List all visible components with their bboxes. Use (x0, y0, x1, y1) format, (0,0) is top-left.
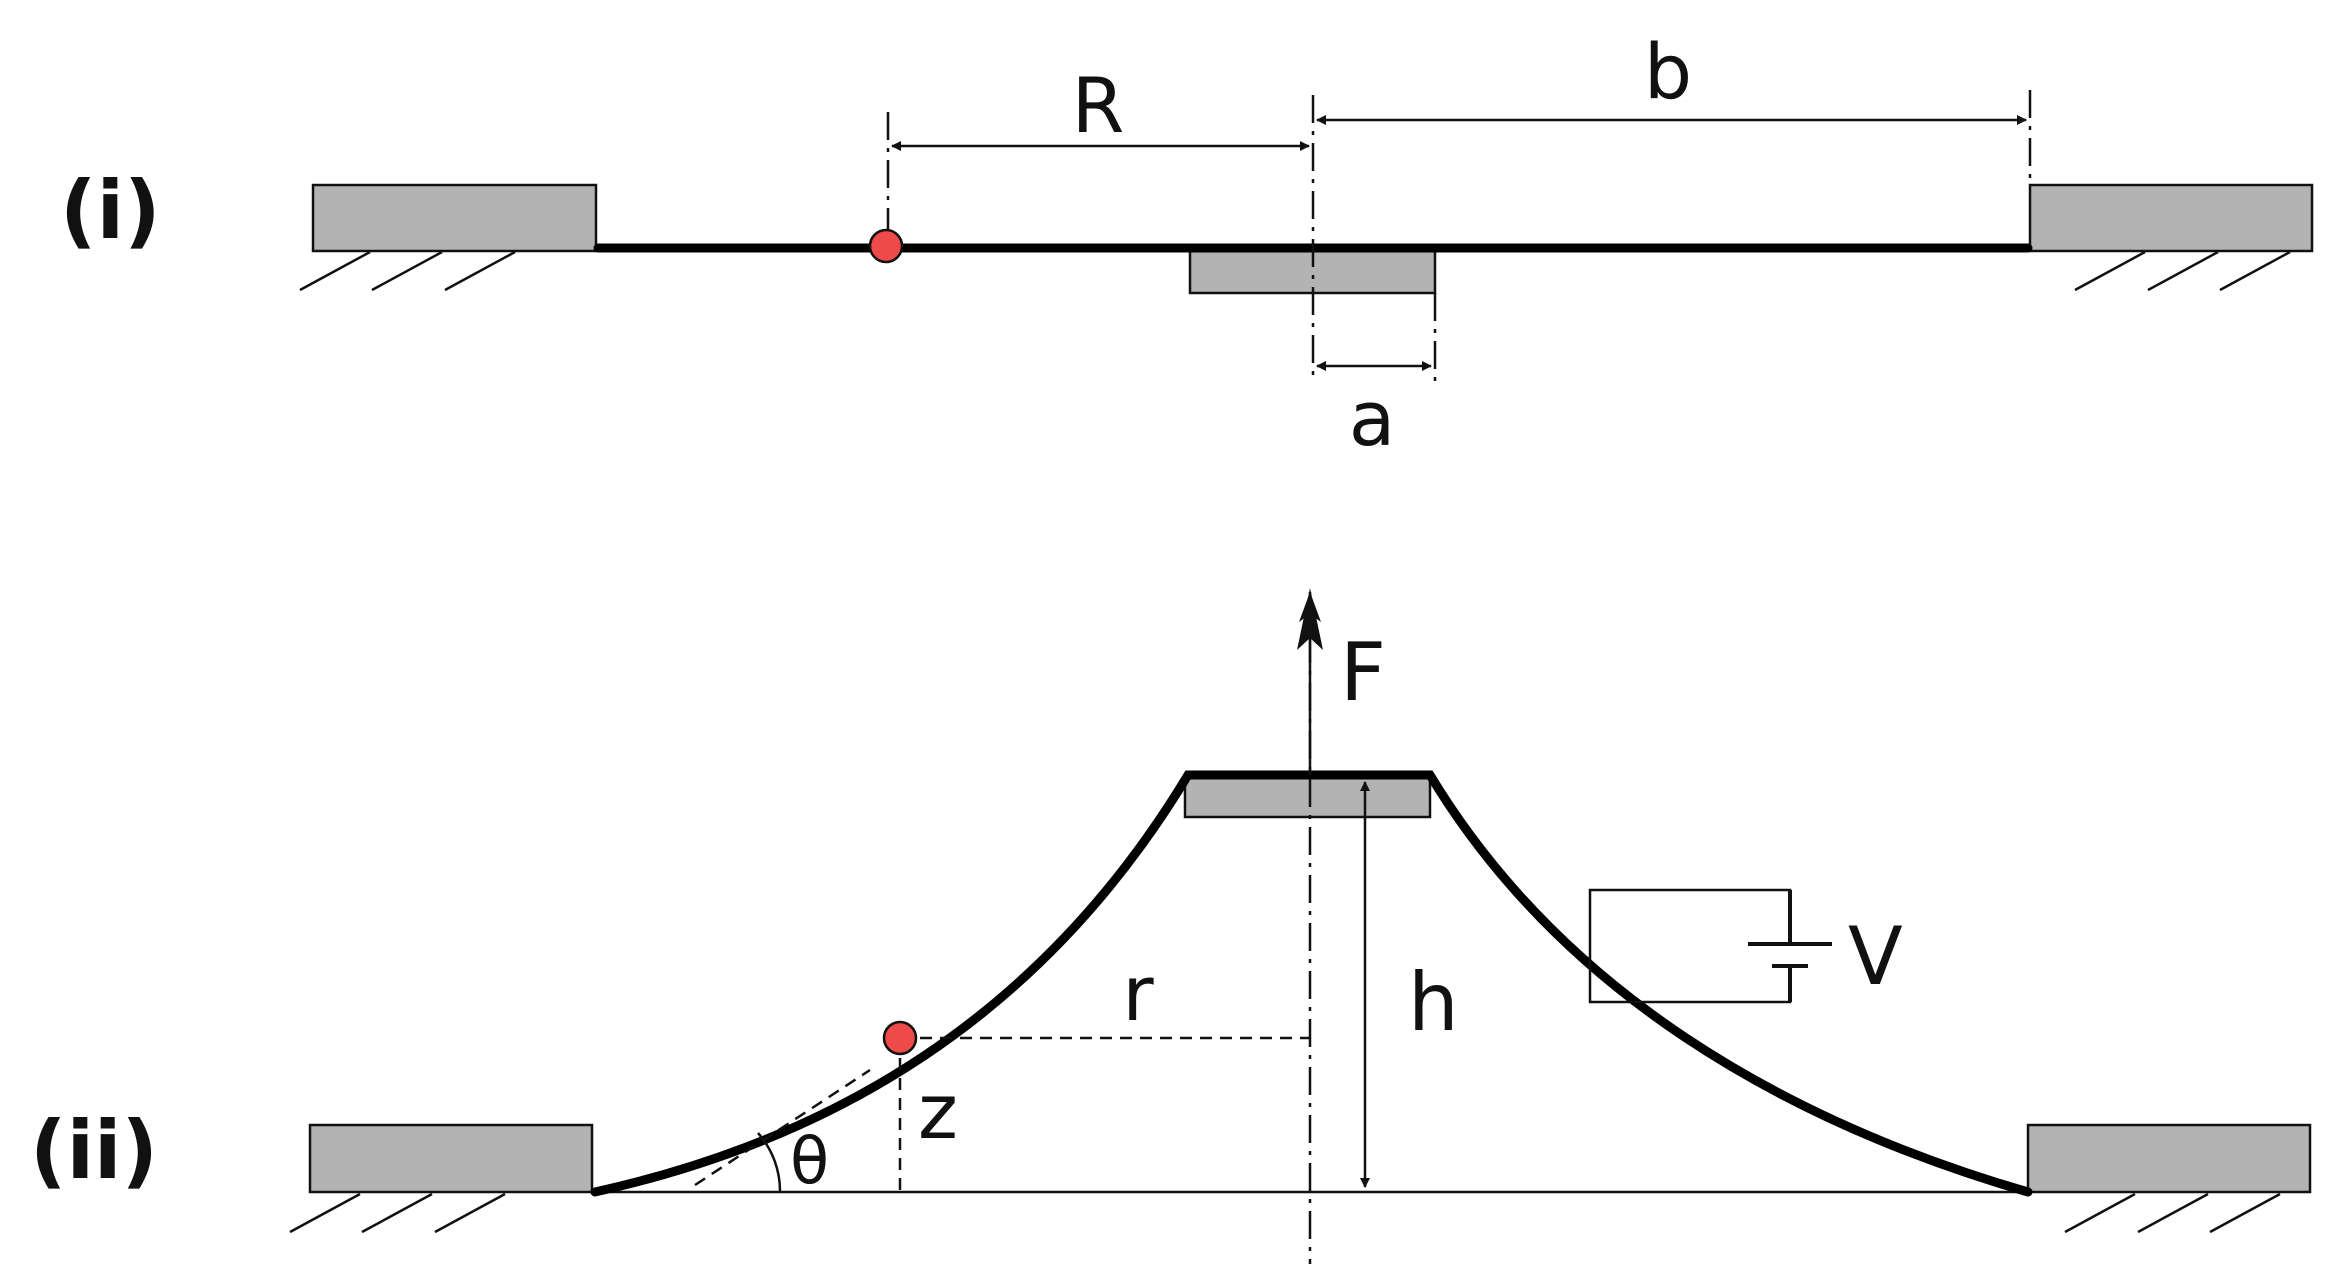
R-label: R (1072, 61, 1125, 150)
left-clamp-i (311, 183, 598, 253)
voltage-circuit: V (1588, 888, 1903, 1004)
F-label: F (1340, 626, 1386, 719)
tangent-line (694, 1068, 871, 1187)
panel-i: (i) R b a (60, 27, 2314, 463)
panel-i-label: (i) (60, 164, 161, 257)
center-plate-ii (1183, 773, 1432, 819)
right-ground-hatch-i (2074, 250, 2291, 292)
right-ground-hatch-ii (2064, 1192, 2281, 1234)
theta-label: θ (790, 1125, 829, 1199)
right-clamp-ii (2026, 1123, 2312, 1194)
V-label: V (1848, 910, 1903, 1003)
r-label: r (1122, 949, 1154, 1038)
panel-ii-label: (ii) (30, 1104, 158, 1197)
panel-ii: (ii) F h r (30, 588, 2312, 1264)
theta-arc (757, 1132, 782, 1193)
force-arrowhead (1297, 588, 1323, 650)
material-point-marker-ii (882, 1020, 918, 1056)
left-clamp-ii (308, 1123, 594, 1194)
left-ground-hatch-i (299, 250, 516, 292)
material-point-marker-i (868, 228, 904, 264)
z-label: z (918, 1067, 958, 1156)
left-ground-hatch-ii (289, 1192, 506, 1234)
a-label: a (1349, 374, 1396, 463)
right-clamp-i (2028, 183, 2314, 253)
b-label: b (1644, 27, 1692, 116)
h-label: h (1408, 956, 1459, 1049)
